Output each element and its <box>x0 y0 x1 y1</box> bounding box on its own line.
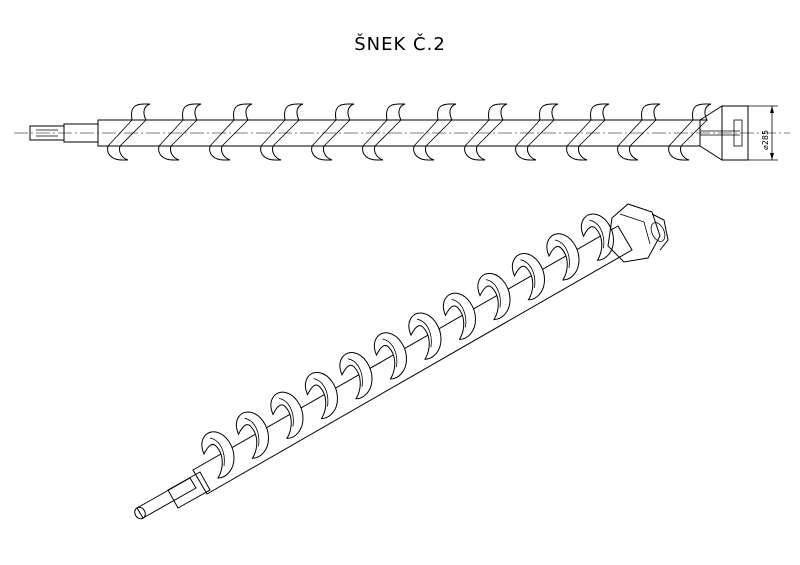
flight-side <box>464 103 508 161</box>
flight-side <box>617 103 661 161</box>
flight-side <box>566 103 610 161</box>
flight-side <box>107 103 151 161</box>
flight-iso <box>201 431 235 479</box>
iso-end-hub <box>607 203 669 263</box>
flight-side <box>362 103 406 161</box>
flight-group-iso <box>201 213 615 479</box>
flight-side <box>668 103 712 161</box>
flight-iso <box>339 352 373 400</box>
flight-side <box>413 103 457 161</box>
flight-side <box>515 103 559 161</box>
flight-iso <box>442 292 477 340</box>
drawing-title: ŠNEK Č.2 <box>354 34 446 55</box>
end-hub <box>699 105 749 161</box>
flight-side <box>158 103 202 161</box>
flight-group-side <box>107 103 712 161</box>
flight-iso <box>270 391 304 439</box>
flight-iso <box>408 312 442 360</box>
flight-iso <box>235 411 270 459</box>
diameter-label: ⌀285 <box>761 130 770 150</box>
flight-iso <box>511 253 546 301</box>
flight-iso <box>580 213 615 261</box>
iso-core-tube <box>192 225 633 495</box>
flight-iso <box>546 233 580 281</box>
flight-iso <box>304 371 339 420</box>
iso-shaft-tip <box>134 471 211 520</box>
flight-iso <box>477 272 511 321</box>
flight-side <box>311 103 355 161</box>
iso-auger <box>134 203 669 520</box>
flight-side <box>209 103 253 161</box>
diameter-dimension: ⌀285 <box>748 105 778 161</box>
flight-iso <box>373 332 408 380</box>
flight-side <box>260 103 304 161</box>
